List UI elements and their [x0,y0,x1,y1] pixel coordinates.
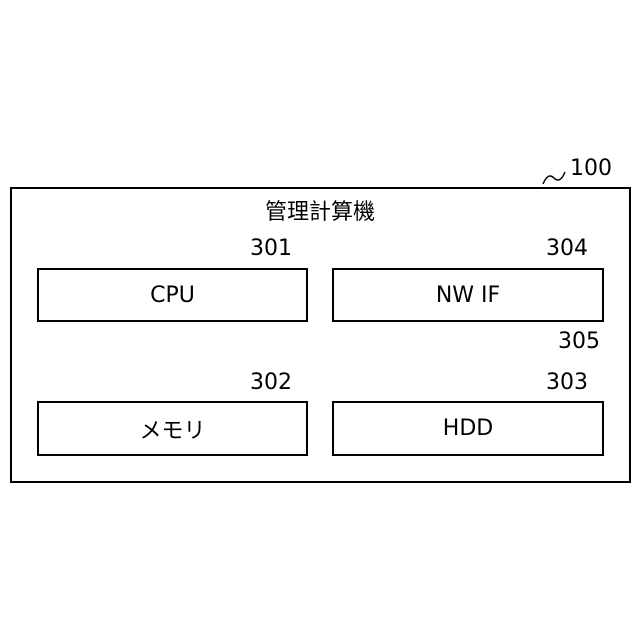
nwif-label: NW IF [436,283,500,308]
cpu-label: CPU [150,283,195,308]
bus-ref-label: 305 [558,331,600,353]
memory-box: メモリ [37,401,308,456]
nwif-box: NW IF [332,268,604,322]
hdd-ref-label: 303 [546,372,588,394]
cpu-ref-label: 301 [250,238,292,260]
nwif-ref-label: 304 [546,238,588,260]
hdd-label: HDD [443,416,493,441]
memory-ref-label: 302 [250,372,292,394]
memory-label: メモリ [139,413,205,445]
hdd-box: HDD [332,401,604,456]
system-leader-line [543,172,565,184]
system-title: 管理計算機 [200,201,440,225]
cpu-box: CPU [37,268,308,322]
system-ref-label: 100 [570,158,612,180]
